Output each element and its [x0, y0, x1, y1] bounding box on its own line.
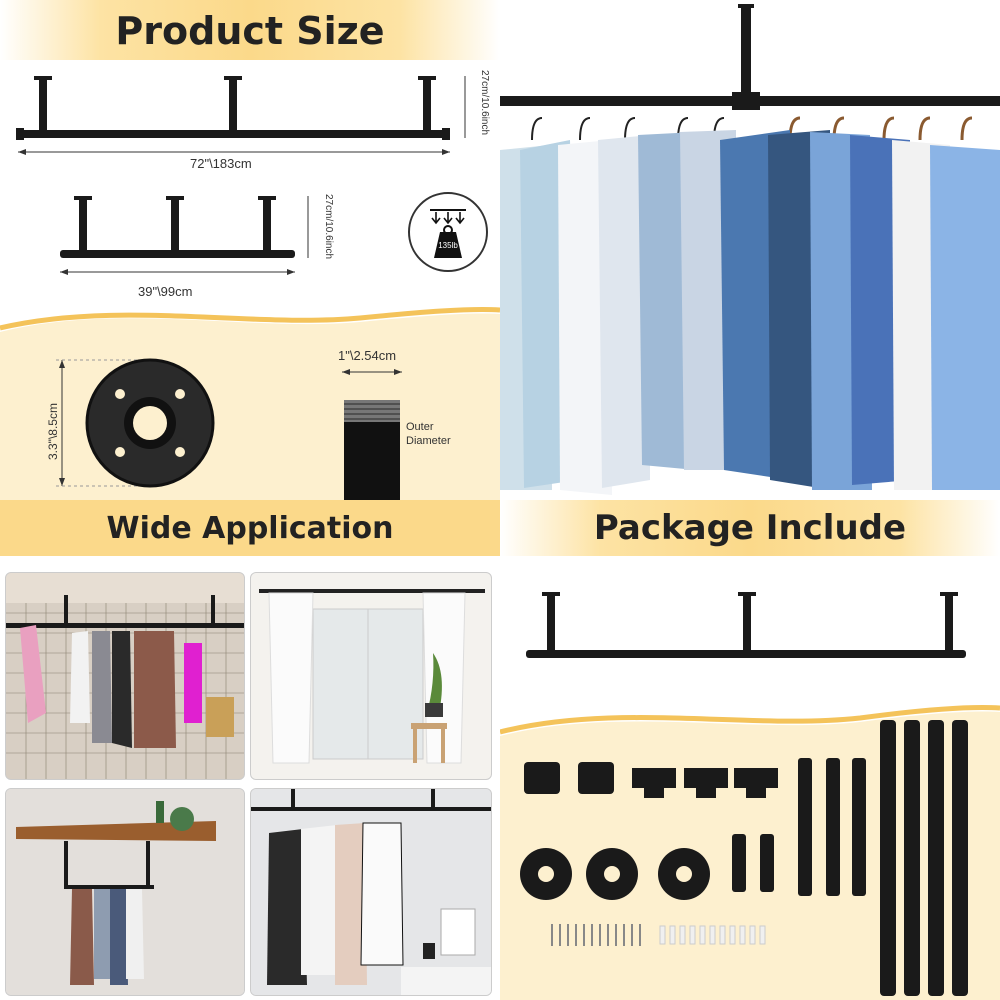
coupling-part	[578, 762, 614, 794]
nipple-part	[732, 834, 746, 892]
package-include-title: Package Include	[593, 508, 907, 548]
package-contents-panel	[500, 556, 1000, 1000]
short-pipe-part	[852, 758, 866, 896]
coupling-part	[524, 762, 560, 794]
tee-part	[684, 768, 728, 798]
short-pipe-part	[798, 758, 812, 896]
long-rack-diagram	[16, 76, 466, 155]
long-pipe-part	[904, 720, 920, 996]
flange-diagram	[56, 358, 215, 488]
assembled-rack-diagram	[526, 592, 966, 658]
outer-diameter-label: Outer Diameter	[406, 421, 451, 447]
flange-size-label: 3.3"\8.5cm	[46, 403, 60, 460]
application-photo-closet	[250, 788, 492, 996]
application-photo-grid-wall	[5, 572, 245, 780]
wide-application-title: Wide Application	[106, 510, 394, 546]
product-size-title: Product Size	[115, 9, 385, 53]
tee-part	[632, 768, 676, 798]
short-pipe-part	[826, 758, 840, 896]
application-photo-curtain-window	[250, 572, 492, 780]
short-length-label: 39"\99cm	[138, 284, 193, 299]
long-height-label: 27cm/10.6inch	[479, 70, 490, 136]
pipe-diameter-label: 1"\2.54cm	[338, 348, 397, 363]
load-capacity-text: 135lb	[438, 241, 458, 250]
hanging-shirts-photo	[500, 0, 1000, 500]
long-length-label: 72"\183cm	[190, 156, 252, 171]
product-size-panel: Product Size 72"\183cm 27cm/10.6inch 39"…	[0, 0, 500, 500]
nipple-part	[760, 834, 774, 892]
application-photo-wall-shelf	[5, 788, 245, 996]
pipe-diagram	[342, 369, 402, 500]
long-pipe-part	[952, 720, 968, 996]
wide-application-banner-bg	[0, 500, 500, 556]
short-height-label: 27cm/10.6inch	[323, 194, 334, 260]
weight-icon	[430, 209, 466, 258]
long-pipe-part	[880, 720, 896, 996]
short-rack-diagram	[60, 196, 309, 275]
long-pipe-part	[928, 720, 944, 996]
tee-part	[734, 768, 778, 798]
load-capacity-badge: 135lb	[408, 192, 488, 272]
package-parts	[520, 720, 968, 996]
package-include-banner-bg	[500, 500, 1000, 556]
